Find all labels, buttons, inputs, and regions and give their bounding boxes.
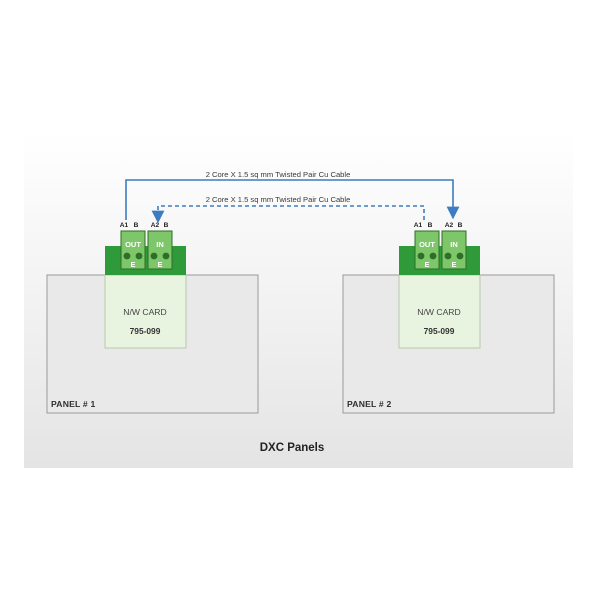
dashed-cable-line (151, 205, 425, 224)
panel-2-card-part-number: 795-099 (424, 326, 455, 336)
dashed-cable-label: 2 Core X 1.5 sq mm Twisted Pair Cu Cable (206, 195, 351, 204)
panel-1: N/W CARD 795-099 PANEL # 1 OUT E IN E A1… (46, 222, 259, 414)
panel-1-card-title: N/W CARD (123, 307, 166, 317)
solid-cable-line (125, 179, 460, 220)
panel-2-network-card (398, 274, 481, 349)
panel-2-label: PANEL # 2 (347, 399, 391, 409)
panel-2-out-port: OUT E (414, 230, 440, 270)
panel-2-card-title: N/W CARD (417, 307, 460, 317)
panel-1-out-port: OUT E (120, 230, 146, 270)
panel-1-out-text: OUT (125, 240, 141, 249)
panel-1-terminal-a2: A2 (151, 222, 160, 229)
panel-2-out-text: OUT (419, 240, 435, 249)
panel-2-in-port: IN E (441, 230, 467, 270)
panel-1-card-part-number: 795-099 (130, 326, 161, 336)
solid-cable-label: 2 Core X 1.5 sq mm Twisted Pair Cu Cable (206, 170, 351, 179)
panel-1-in-earth-text: E (157, 260, 162, 269)
panel-2-in-earth-text: E (451, 260, 456, 269)
panel-2-terminal-b2: B (458, 222, 463, 229)
panel-2-terminal-b1: B (428, 222, 433, 229)
panel-2-terminal-a1: A1 (414, 222, 423, 229)
panel-1-terminal-a1: A1 (120, 222, 129, 229)
diagram-caption: DXC Panels (260, 442, 325, 454)
panel-2-terminal-a2: A2 (445, 222, 454, 229)
panel-1-terminal-b2: B (164, 222, 169, 229)
panel-2: N/W CARD 795-099 PANEL # 2 OUT E IN E A1… (342, 222, 555, 414)
panel-1-label: PANEL # 1 (51, 399, 95, 409)
panel-1-in-port: IN E (147, 230, 173, 270)
panel-1-terminal-b1: B (134, 222, 139, 229)
panel-2-in-text: IN (450, 240, 458, 249)
panel-2-out-earth-text: E (424, 260, 429, 269)
panel-1-in-text: IN (156, 240, 164, 249)
panel-1-out-earth-text: E (130, 260, 135, 269)
